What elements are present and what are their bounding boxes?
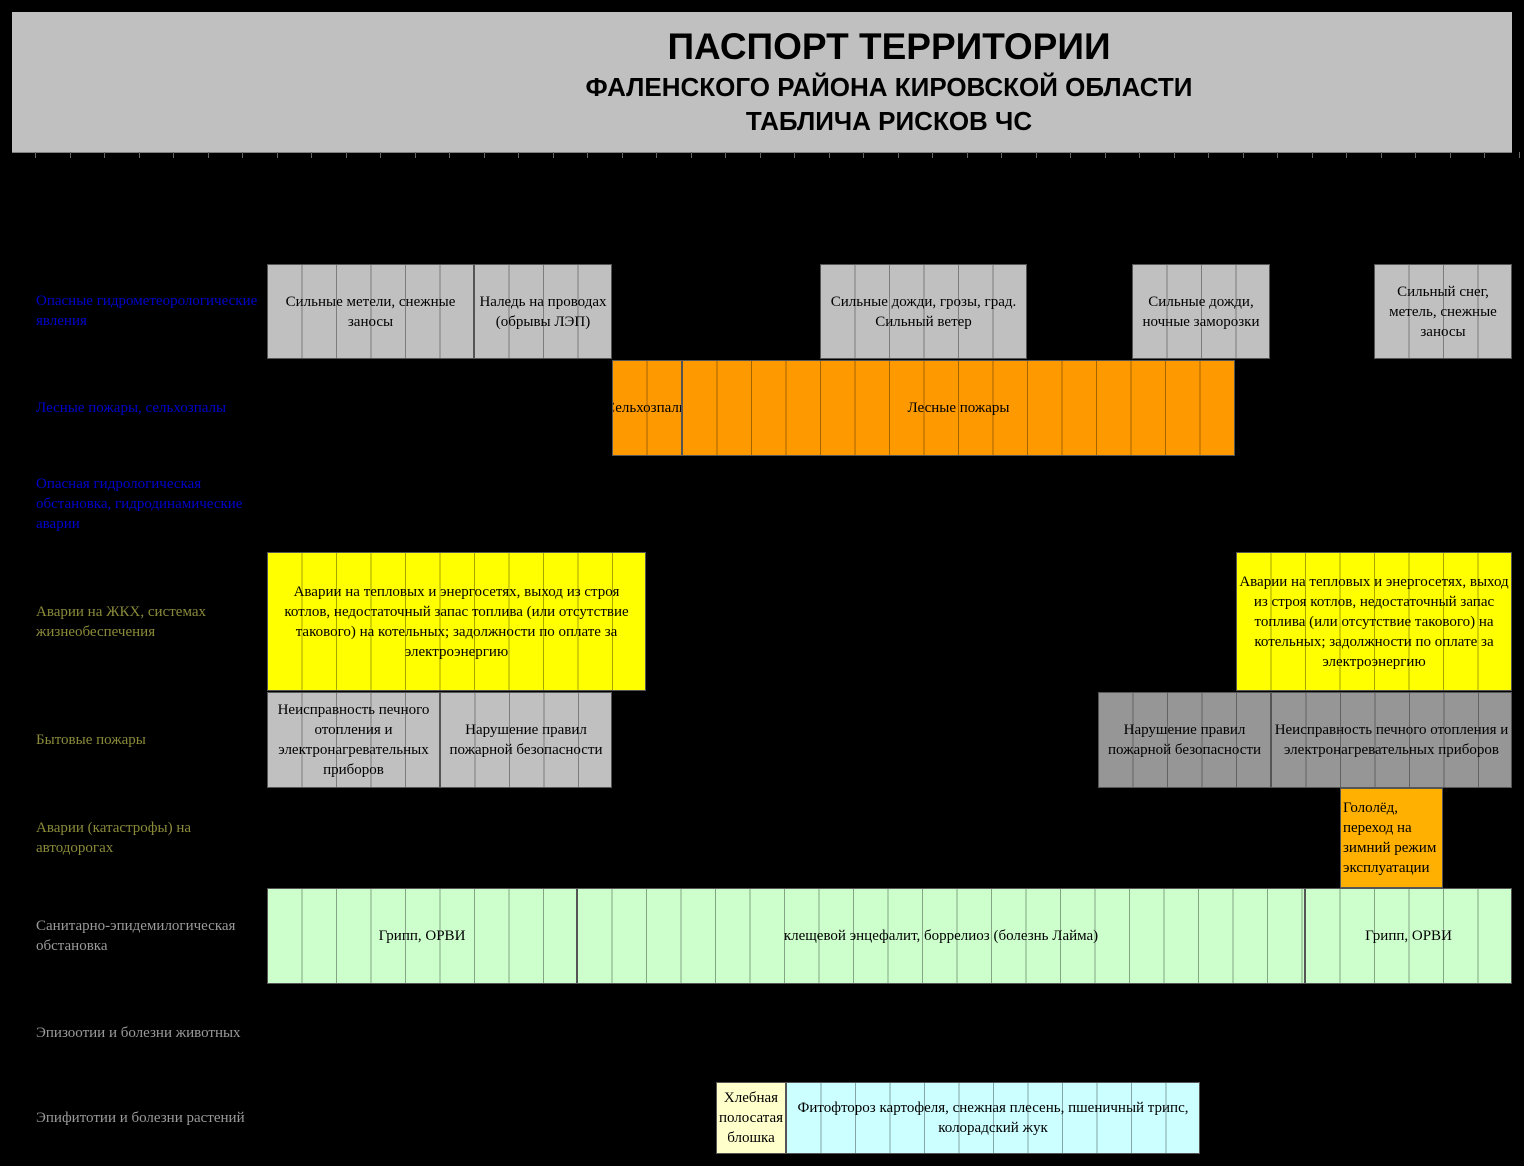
tick-mark	[863, 152, 864, 158]
tick-mark	[449, 152, 450, 158]
hydro-cell-heavy-snow: Сильный снег, метель, снежные заносы	[1374, 264, 1512, 359]
household-cell-faulty-heating-winter: Неисправность печного отопления и электр…	[1271, 692, 1512, 788]
row-label-household-fires: Бытовые пожары	[36, 732, 146, 748]
page-subtitle-table: ТАБЛИЧА РИСКОВ ЧС	[745, 106, 1033, 136]
tick-mark	[518, 152, 519, 158]
tick-mark	[35, 152, 36, 158]
row-label-sanitary: Санитарно-эпидемилогическая обстановка	[36, 918, 236, 954]
fire-cell-agri-burning: Сельхозпалы	[612, 360, 682, 456]
tick-mark	[656, 152, 657, 158]
tick-mark	[690, 152, 692, 158]
tick-mark	[483, 152, 485, 158]
tick-mark	[207, 152, 209, 158]
tick-mark	[828, 152, 830, 158]
tick-mark	[966, 152, 968, 158]
tick-mark	[1415, 152, 1416, 158]
tick-mark	[345, 152, 347, 158]
tick-mark	[932, 152, 933, 158]
household-cell-safety-violations-autumn: Нарушение правил пожарной безопасности	[1098, 692, 1271, 788]
plant-cell-flea-beetle: Хлебная полосатая блошка	[716, 1082, 786, 1154]
tick-mark	[1380, 152, 1382, 158]
tick-mark	[311, 152, 312, 158]
tick-mark	[759, 152, 761, 158]
hydro-cell-ice-on-wires: Наледь на проводах (обрывы ЛЭП)	[474, 264, 612, 359]
tick-mark	[1104, 152, 1106, 158]
tick-mark	[587, 152, 588, 158]
household-cell-faulty-heating: Неисправность печного отопления и электр…	[267, 692, 440, 788]
tick-mark	[69, 152, 71, 158]
hydro-cell-night-frosts: Сильные дожди, ночные заморозки	[1132, 264, 1270, 359]
fire-cell-forest-fires: Лесные пожары	[682, 360, 1235, 456]
row-label-hydrology: Опасная гидрологическая обстановка, гидр…	[36, 476, 243, 532]
tick-mark	[1311, 152, 1313, 158]
utilities-cell-winter-start: Аварии на тепловых и энергосетях, выход …	[267, 552, 646, 691]
sanitary-cell-flu-end: Грипп, ОРВИ	[1305, 888, 1512, 984]
row-label-hydromet: Опасные гидрометеорологические явления	[36, 293, 258, 329]
tick-mark	[621, 152, 623, 158]
sanitary-cell-tick-encephalitis: клещевой энцефалит, боррелиоз (болезнь Л…	[577, 888, 1305, 984]
page-title: ПАСПОРТ ТЕРРИТОРИИ	[667, 26, 1111, 67]
tick-mark	[1346, 152, 1347, 158]
row-label-road-accidents: Аварии (катастрофы) на автодорогах	[36, 820, 192, 856]
tick-mark	[1518, 152, 1520, 158]
tick-mark	[725, 152, 726, 158]
tick-mark	[1070, 152, 1071, 158]
tick-mark	[1277, 152, 1278, 158]
tick-mark	[794, 152, 795, 158]
row-label-utilities: Аварии на ЖКХ, системах жизнеобеспечения	[36, 603, 206, 640]
row-label-forest-fires: Лесные пожары, сельхозпалы	[36, 400, 227, 416]
page-subtitle-region: ФАЛЕНСКОГО РАЙОНА КИРОВСКОЙ ОБЛАСТИ	[585, 72, 1193, 102]
household-cell-safety-violations: Нарушение правил пожарной безопасности	[440, 692, 612, 788]
tick-mark	[1449, 152, 1451, 158]
tick-mark	[1035, 152, 1037, 158]
tick-mark	[414, 152, 416, 158]
tick-mark	[1208, 152, 1209, 158]
tick-mark	[276, 152, 278, 158]
road-cell-ice: Гололёд, переход на зимний режим эксплуа…	[1340, 788, 1443, 888]
row-label-epiphytotics: Эпифитотии и болезни растений	[36, 1110, 245, 1126]
tick-mark	[1484, 152, 1485, 158]
tick-mark	[897, 152, 899, 158]
row-label-epizootics: Эпизоотии и болезни животных	[36, 1025, 241, 1041]
plant-cell-diseases: Фитофтороз картофеля, снежная плесень, п…	[786, 1082, 1200, 1154]
tick-mark	[242, 152, 243, 158]
tick-mark	[104, 152, 105, 158]
sanitary-cell-flu-start: Грипп, ОРВИ	[267, 888, 577, 984]
tick-mark	[380, 152, 381, 158]
tick-mark	[1001, 152, 1002, 158]
tick-mark	[1139, 152, 1140, 158]
utilities-cell-winter-end: Аварии на тепловых и энергосетях, выход …	[1236, 552, 1512, 691]
tick-mark	[1242, 152, 1244, 158]
tick-mark	[1173, 152, 1175, 158]
tick-mark	[173, 152, 174, 158]
tick-mark	[552, 152, 554, 158]
hydro-cell-summer-storms: Сильные дожди, грозы, град. Сильный вете…	[820, 264, 1027, 359]
hydro-cell-blizzards: Сильные метели, снежные заносы	[267, 264, 474, 359]
tick-mark	[138, 152, 140, 158]
page-header: ПАСПОРТ ТЕРРИТОРИИ ФАЛЕНСКОГО РАЙОНА КИР…	[12, 12, 1512, 153]
